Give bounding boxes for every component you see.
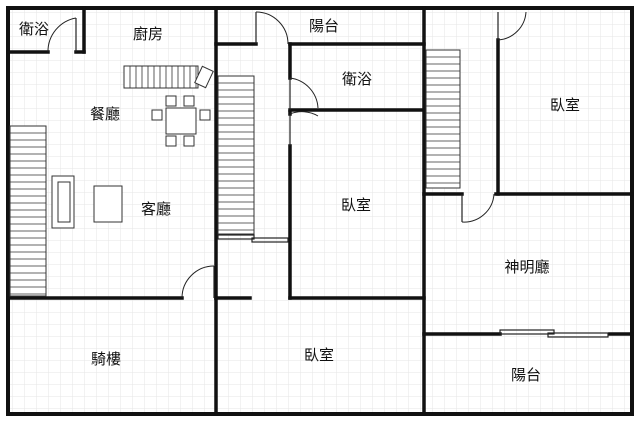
stair-middle	[217, 75, 255, 235]
doors	[47, 11, 609, 338]
sofa	[51, 175, 75, 229]
room-label-shrine-hall: 神明廳	[504, 258, 549, 276]
stairs	[9, 49, 461, 297]
room-label-balcony-bottom: 陽台	[511, 367, 541, 384]
stair-kitchen	[123, 65, 199, 89]
dining-table	[151, 95, 211, 147]
stair-living	[9, 125, 47, 297]
room-label-bedroom-right: 臥室	[550, 97, 580, 114]
room-label-arcade: 騎樓	[91, 351, 121, 368]
room-label-bath-left: 衛浴	[19, 21, 49, 38]
stair-right	[425, 49, 461, 189]
coffee-table	[93, 185, 123, 223]
room-label-living: 客廳	[141, 200, 171, 218]
room-label-bath-mid: 衛浴	[342, 71, 372, 88]
kitchen-counter-icon	[194, 65, 214, 89]
room-label-dining: 餐廳	[90, 105, 120, 123]
door-swing-icon	[47, 17, 77, 53]
room-label-balcony-top: 陽台	[309, 18, 339, 35]
walls	[6, 6, 634, 416]
room-label-bedroom-mid: 臥室	[341, 197, 371, 214]
room-label-kitchen: 廚房	[133, 25, 163, 43]
room-label-bedroom-bottom: 臥室	[304, 347, 334, 364]
